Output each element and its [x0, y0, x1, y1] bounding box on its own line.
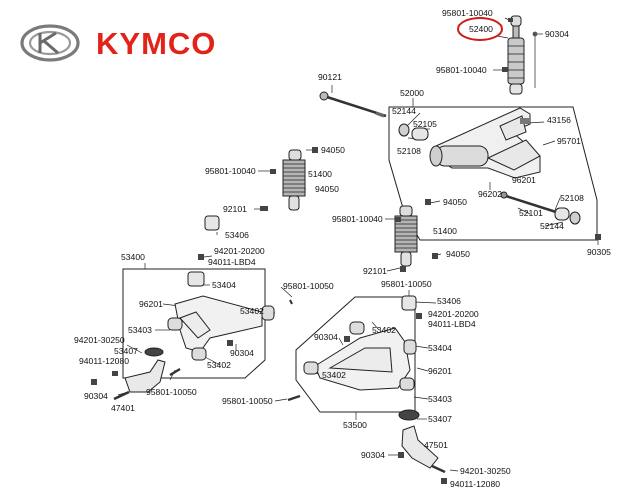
- label-53406-a: 53406: [225, 230, 249, 240]
- label-52108-b: 52108: [560, 193, 584, 203]
- kymco-emblem-icon: [20, 24, 80, 62]
- label-94011-lbd4-a: 94011-LBD4: [208, 257, 256, 267]
- left-a-arm-53400: [167, 271, 293, 361]
- label-90304-d: 90304: [314, 332, 338, 342]
- front-shock-left-51400: [260, 147, 318, 211]
- bushing-53406-b: [401, 295, 417, 311]
- label-92101-b: 92101: [363, 266, 387, 276]
- label-47501: 47501: [424, 440, 448, 450]
- label-53403-a: 53403: [128, 325, 152, 335]
- label-94201-20200-b: 94201-20200: [428, 309, 479, 319]
- label-52101: 52101: [519, 208, 543, 218]
- label-95701: 95701: [557, 136, 581, 146]
- label-53404-b: 53404: [428, 343, 452, 353]
- label-47401: 47401: [111, 403, 135, 413]
- label-52105: 52105: [413, 119, 437, 129]
- label-43156: 43156: [547, 115, 571, 125]
- label-94011-12080-b: 94011-12080: [450, 479, 500, 489]
- left-spindle-47401: [91, 347, 181, 401]
- label-96201-a: 96201: [512, 175, 536, 185]
- leader-lines: [117, 17, 599, 472]
- label-94201-20200-a: 94201-20200: [214, 246, 265, 256]
- swingarm-frame: [388, 106, 598, 241]
- label-53404-a: 53404: [212, 280, 236, 290]
- label-94050-d: 94050: [446, 249, 470, 259]
- label-96201-b: 96201: [139, 299, 163, 309]
- label-52108-a: 52108: [397, 146, 421, 156]
- label-90304-c: 90304: [230, 348, 254, 358]
- label-53406-b: 53406: [437, 296, 461, 306]
- label-90304-e: 90304: [361, 450, 385, 460]
- label-95801-10040-b: 95801-10040: [436, 65, 487, 75]
- right-a-arm-53500: [287, 321, 417, 402]
- nut-94011-lbd4-a: [198, 254, 204, 260]
- label-53407-b: 53407: [428, 414, 452, 424]
- label-94011-12080-a: 94011-12080: [79, 356, 129, 366]
- nut-94011-lbd4-b: [416, 313, 422, 319]
- rear-shock-52400: [502, 15, 538, 95]
- label-94201-30250-b: 94201-30250: [460, 466, 511, 476]
- label-92101-a: 92101: [223, 204, 247, 214]
- label-94050-b: 94050: [315, 184, 339, 194]
- label-96201-c: 96201: [428, 366, 452, 376]
- label-95801-10040-d: 95801-10040: [332, 214, 383, 224]
- label-53500: 53500: [343, 420, 367, 430]
- label-52400: 52400: [469, 24, 493, 34]
- label-53402-b: 53402: [207, 360, 231, 370]
- label-95801-10040-a: 95801-10040: [442, 8, 493, 18]
- label-51400-a: 51400: [308, 169, 332, 179]
- label-53402-c: 53402: [372, 325, 396, 335]
- label-53402-a: 53402: [240, 306, 264, 316]
- label-95801-10050-a: 95801-10050: [283, 281, 334, 291]
- label-90304-a: 90304: [545, 29, 569, 39]
- right-arm-frame: [295, 296, 416, 413]
- right-spindle-47501: [398, 409, 447, 484]
- label-94050-a: 94050: [321, 145, 345, 155]
- front-shock-right-51400: [394, 199, 431, 272]
- bushing-53406-a: [204, 215, 220, 231]
- kymco-logo: KYMCO: [20, 24, 216, 62]
- swingarm-52000: [398, 107, 581, 225]
- label-90121: 90121: [318, 72, 342, 82]
- label-95801-10050-d: 95801-10050: [222, 396, 273, 406]
- label-95801-10050-c: 95801-10050: [381, 279, 432, 289]
- long-bolt-90121: [319, 91, 387, 118]
- label-96202: 96202: [478, 189, 502, 199]
- label-94011-lbd4-b: 94011-LBD4: [428, 319, 476, 329]
- label-52144-a: 52144: [392, 106, 416, 116]
- highlight-ring-52400: [457, 17, 503, 41]
- left-arm-frame: [122, 268, 266, 379]
- label-94201-30250-a: 94201-30250: [74, 335, 125, 345]
- label-94050-c: 94050: [443, 197, 467, 207]
- label-53403-b: 53403: [428, 394, 452, 404]
- nut-90305: [595, 234, 601, 240]
- label-53400: 53400: [121, 252, 145, 262]
- label-95801-10050-b: 95801-10050: [146, 387, 197, 397]
- label-51400-b: 51400: [433, 226, 457, 236]
- label-53402-d: 53402: [322, 370, 346, 380]
- brand-name: KYMCO: [96, 26, 216, 61]
- label-52144-b: 52144: [540, 221, 564, 231]
- label-52000: 52000: [400, 88, 424, 98]
- label-95801-10040-c: 95801-10040: [205, 166, 256, 176]
- label-90304-b: 90304: [84, 391, 108, 401]
- label-90305: 90305: [587, 247, 611, 257]
- part-labels: 95801-10040 52400 90304 95801-10040 9012…: [74, 8, 611, 489]
- label-53407-a: 53407: [114, 346, 138, 356]
- nut-94050-d: [432, 253, 438, 259]
